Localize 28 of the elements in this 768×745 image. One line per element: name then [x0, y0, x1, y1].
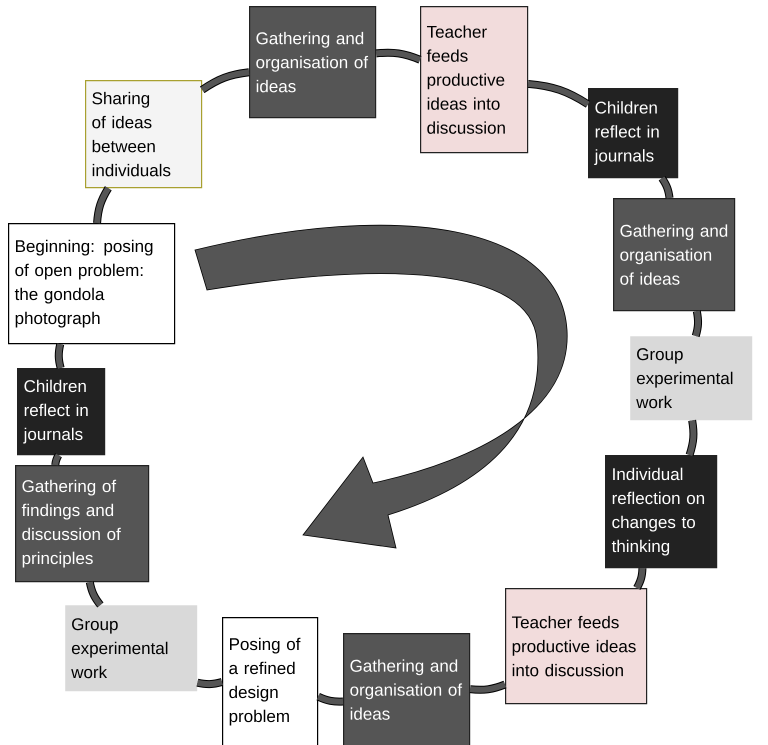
ring-segment [658, 176, 674, 199]
ring-segment [54, 343, 65, 369]
journal-box: Children reflect in journals [588, 88, 678, 178]
stage-box: Gathering and organisation of ideas [613, 198, 736, 312]
sharing-box: Sharing of ideas between individuals [85, 80, 202, 188]
findings-box: Gathering of findings and discussion of principles [15, 465, 150, 582]
reflection-box: Individual reflection on changes to thinking [605, 455, 718, 568]
problem-box: Posing of a refined design problem [222, 617, 318, 745]
ring-segment [196, 678, 224, 688]
ring-segment [200, 68, 250, 94]
stage-box: Gathering and organisation of ideas [343, 633, 470, 745]
ring-segment [86, 581, 104, 608]
group-work-box: Group experimental work [65, 605, 198, 692]
ring-segment [470, 680, 506, 694]
stage-box: Gathering and organisation of ideas [249, 6, 376, 118]
journal-box: Children reflect in journals [17, 368, 106, 456]
ring-segment [376, 48, 422, 64]
start-box: Beginning: posing of open problem: the gondola photograph [8, 223, 176, 344]
ring-segment [528, 80, 590, 108]
ring-segment [686, 420, 698, 456]
ring-segment [51, 453, 62, 466]
teacher-box: Teacher feeds productive ideas into discussion [420, 6, 528, 154]
group-work-box: Group experimental work [630, 336, 752, 420]
ring-segment [316, 693, 344, 706]
ring-segment [633, 568, 646, 590]
teacher-box: Teacher feeds productive ideas into discussion [505, 588, 648, 704]
ring-segment [93, 186, 112, 224]
ring-segment [692, 310, 702, 338]
